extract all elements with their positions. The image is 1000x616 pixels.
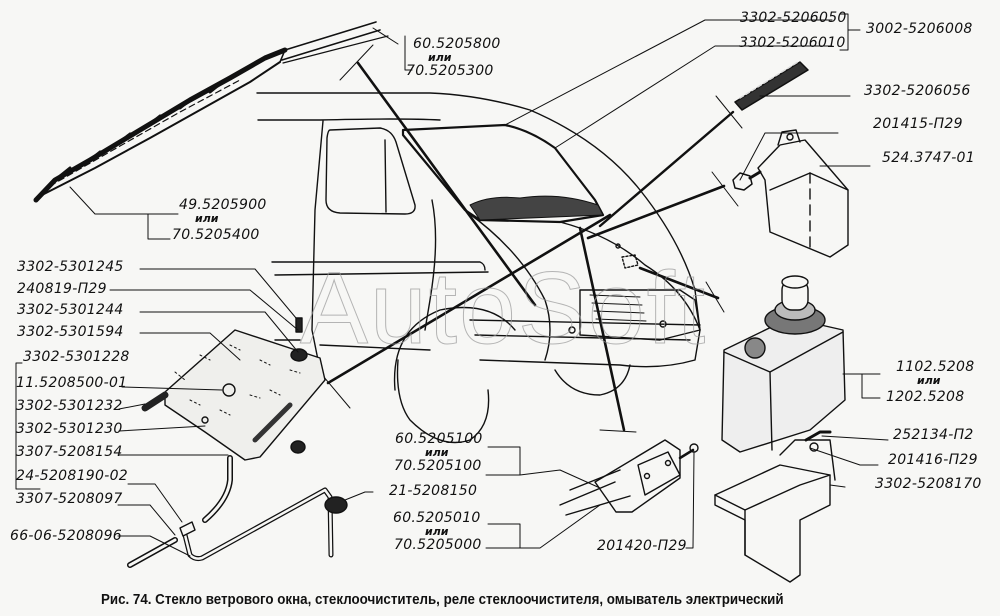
seal-strip-drawing — [734, 61, 809, 111]
label-seal-strip: 3302-5206056 — [864, 83, 971, 99]
label-left-1: 3302-5301245 — [17, 259, 124, 275]
watermark: AutoSoft — [299, 251, 708, 366]
label-or: или — [195, 212, 219, 225]
label-wiper-motor-primary: 60.5205100 — [395, 431, 483, 447]
washer-reservoir-drawing — [714, 275, 846, 583]
washer-hose-drawing — [127, 455, 348, 568]
van-body-drawing — [256, 92, 701, 444]
label-windshield-part-2: 3302-5206010 — [739, 35, 846, 51]
wiper-relay-drawing — [732, 129, 849, 258]
label-washer-bracket: 3302-5208170 — [875, 476, 982, 492]
label-or: или — [428, 51, 452, 64]
label-left-2: 240819-П29 — [17, 281, 107, 297]
label-relay-bolt: 201415-П29 — [873, 116, 963, 132]
label-wiper-relay: 524.3747-01 — [882, 150, 975, 166]
break-marks — [317, 95, 743, 433]
label-wiper-linkage-alt: 70.5205000 — [394, 537, 482, 553]
label-windshield-assembly: 3002-5206008 — [866, 21, 973, 37]
label-left-4: 3302-5301594 — [17, 324, 124, 340]
leader-rods — [326, 61, 735, 432]
label-left-6: 11.5208500-01 — [16, 375, 128, 391]
plenum-panel-drawing — [141, 317, 326, 461]
label-wiper-blade-alt: 70.5205400 — [172, 227, 260, 243]
label-left-5: 3302-5301228 — [23, 349, 130, 365]
label-windshield-part-1: 3302-5206050 — [740, 10, 847, 26]
label-or: или — [425, 446, 449, 459]
label-hose-clip: 21-5208150 — [389, 483, 478, 499]
label-left-3: 3302-5301244 — [17, 302, 124, 318]
label-or: или — [425, 525, 449, 538]
label-or: или — [917, 374, 941, 387]
label-washer-reservoir-primary: 1102.5208 — [896, 359, 975, 375]
label-left-9: 3307-5208154 — [16, 444, 123, 460]
label-washer-reservoir-alt: 1202.5208 — [886, 389, 965, 405]
label-wiper-blade-primary: 49.5205900 — [179, 197, 267, 213]
wiper-motor-drawing — [559, 439, 699, 516]
wiper-blade-drawing — [33, 21, 389, 203]
label-left-12: 66-06-5208096 — [10, 528, 122, 544]
label-wiper-arm-alt: 70.5205300 — [406, 63, 494, 79]
label-wiper-arm-primary: 60.5205800 — [413, 36, 501, 52]
label-left-7: 3302-5301232 — [16, 398, 123, 414]
label-washer-nut: 252134-П2 — [893, 427, 974, 443]
label-linkage-bolt: 201420-П29 — [597, 538, 687, 554]
label-leader-lines — [15, 13, 889, 557]
label-wiper-motor-alt: 70.5205100 — [394, 458, 482, 474]
label-left-10: 24-5208190-02 — [16, 468, 128, 484]
figure-caption: Рис. 74. Стекло ветрового окна, стеклооч… — [101, 592, 784, 608]
label-left-11: 3307-5208097 — [16, 491, 123, 507]
label-washer-bolt: 201416-П29 — [888, 452, 978, 468]
label-wiper-linkage-primary: 60.5205010 — [393, 510, 481, 526]
label-left-8: 3302-5301230 — [16, 421, 123, 437]
